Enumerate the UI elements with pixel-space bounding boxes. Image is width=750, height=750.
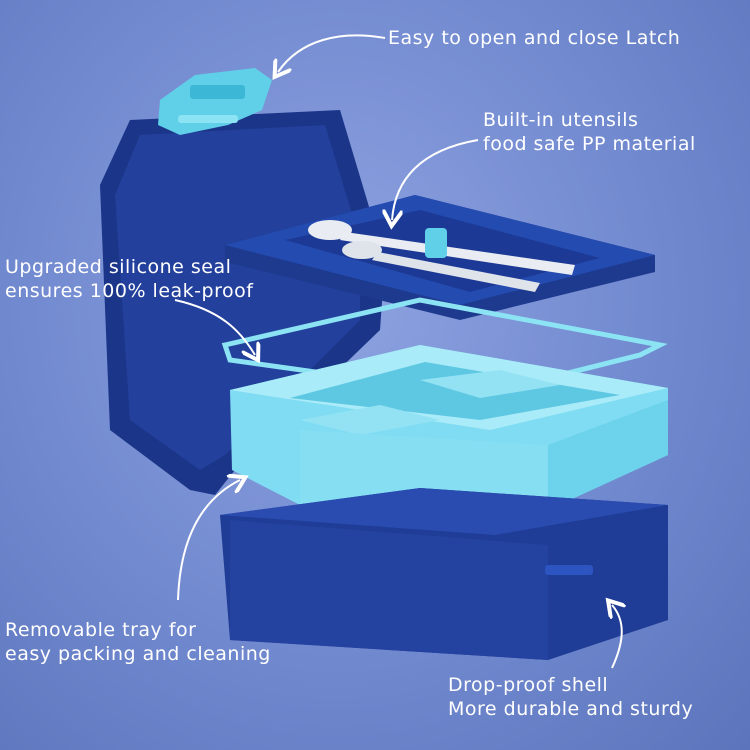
shell-callout: Drop-proof shell More durable and sturdy: [448, 674, 694, 720]
utensils-callout: Built-in utensils food safe PP material: [483, 109, 696, 155]
removable-tray: [230, 345, 668, 510]
utensil-lid: [225, 195, 655, 320]
silicone-seal: [221, 297, 668, 398]
hinged-lid: [100, 110, 385, 495]
callout-arrows: [174, 34, 622, 669]
latch-callout: Easy to open and close Latch: [388, 27, 681, 49]
latch: [158, 68, 272, 135]
seal-callout: Upgraded silicone seal ensures 100% leak…: [5, 256, 254, 302]
tray-callout: Removable tray for easy packing and clea…: [5, 619, 271, 665]
base-shell: [220, 488, 668, 660]
